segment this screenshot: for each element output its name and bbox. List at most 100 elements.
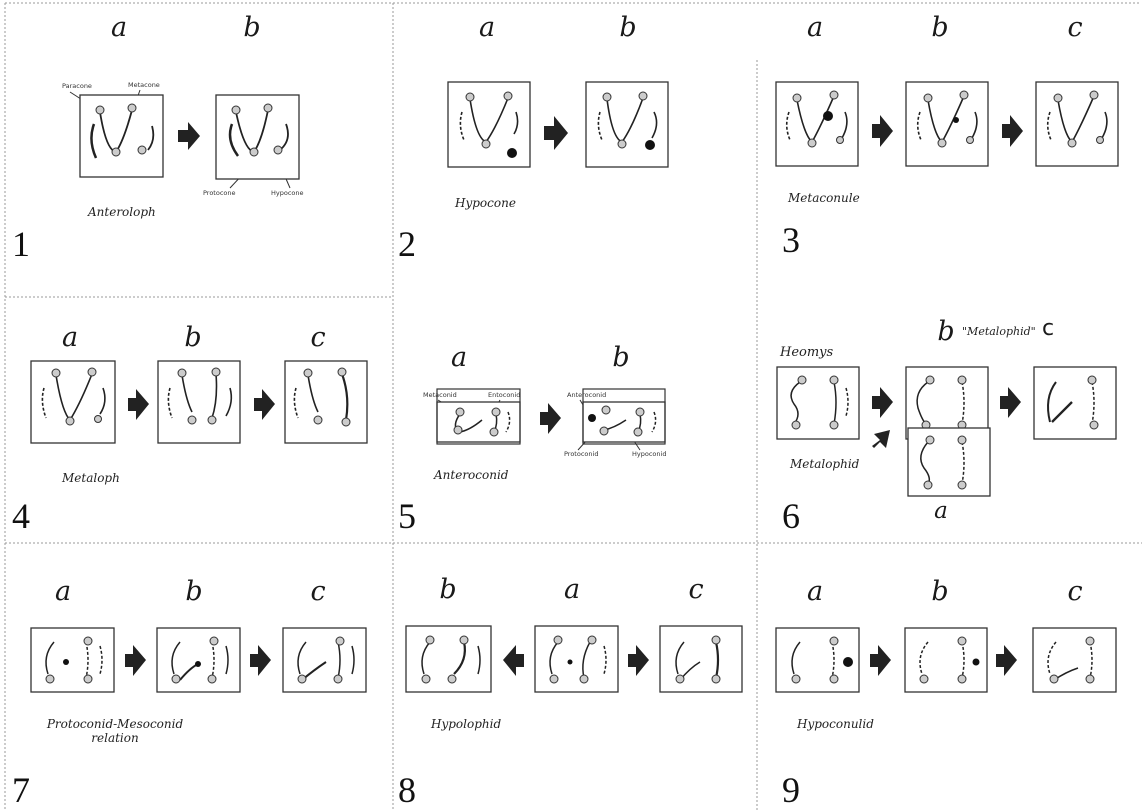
panel2-label-a: a: [478, 12, 496, 43]
panel9-a-cusp: [791, 674, 801, 684]
panel5-caption: Anteroconid: [434, 468, 509, 482]
panel8-a-dot: [567, 659, 573, 665]
panel6-c-cusp: [1089, 420, 1099, 430]
panel1-a-posterior: [147, 125, 155, 151]
panel6-number: 6: [782, 496, 800, 536]
panel6-tooth-c: [1033, 366, 1117, 440]
panel1-a-anteroloph: [90, 123, 98, 159]
panel9-caption: Hypoconulid: [797, 717, 874, 731]
panel6-heomys-posterior: [845, 387, 849, 417]
panel1-diagram: [69, 89, 300, 189]
panel4-b-metaloph: [211, 373, 218, 419]
panel2-diagram: [447, 81, 669, 168]
panel5-entoconid-label: Entoconid: [488, 391, 521, 399]
panel6-a-crest: [920, 441, 931, 485]
panel6-tooth-b: [905, 366, 989, 440]
panel3-a-anterior: [785, 111, 791, 141]
panel5-b-cusp: [635, 407, 645, 417]
panel2-a-cusp: [481, 139, 491, 149]
panel3-c-cusp: [1067, 138, 1077, 148]
panel5-hypoconid-label: Hypoconid: [632, 450, 667, 458]
panel3-diagram: [775, 81, 1119, 167]
panel1-tooth-a: [79, 94, 164, 178]
panel8-b-cusp: [421, 674, 431, 684]
panel6-arrow-2: [1000, 387, 1021, 418]
panel3-tooth-c: [1035, 81, 1119, 167]
panel7-label-a: a: [54, 576, 72, 607]
panel8-label-a: a: [563, 574, 581, 605]
panel8-label-c: c: [688, 574, 704, 605]
panel1-metacone-label: Metacone: [128, 81, 160, 89]
panel1-arrow: [178, 122, 200, 150]
panel7-label-c: c: [310, 576, 326, 607]
panel9-label-a: a: [806, 576, 824, 607]
panel2-b-posterior: [651, 111, 658, 139]
panel9-tooth-c: [1032, 627, 1117, 693]
panel7-a-posterior: [99, 645, 103, 675]
panel5-arrow: [540, 403, 561, 434]
panel7-b-cusp: [209, 636, 219, 646]
panel4-b-anterior: [167, 387, 173, 419]
panel4-label-b: b: [184, 322, 202, 353]
panel8-b-posterior: [477, 645, 481, 675]
panel6-heomys-cusp: [829, 375, 839, 385]
panel1-a-cusp: [137, 145, 147, 155]
panel3-c-anterior: [1046, 111, 1052, 141]
panel1-b-cusp: [249, 147, 259, 157]
panel5-a-cusp: [455, 407, 465, 417]
panel7-tooth-a: [30, 627, 115, 693]
panel6-arrow-3: [872, 430, 890, 448]
panel5-b-anteroconid: [588, 414, 596, 422]
panel6-a-crest: [961, 441, 965, 485]
panel8-b-crest: [421, 641, 431, 675]
panel6-metalophid-quote: "Metalophid": [962, 325, 1036, 338]
panel8-arrow-left: [503, 645, 524, 676]
panel4-b-cusp: [187, 415, 197, 425]
panel7-arrow-1: [125, 645, 146, 676]
panel8-a-cusp: [587, 635, 597, 645]
panel2-a-posterior: [513, 111, 519, 135]
panel4-label-a: a: [61, 322, 79, 353]
panel6-c-crest: [1091, 381, 1095, 425]
panel2-label-b: b: [619, 12, 637, 43]
panel4-c-cusp: [303, 368, 313, 378]
panel6-a-cusp: [925, 435, 935, 445]
panel4-label-c: c: [310, 322, 326, 353]
panel3-b-anterior: [916, 111, 922, 141]
panel9-arrow-2: [996, 645, 1017, 676]
panel4-tooth-c: [284, 360, 368, 444]
panel3-a-cusp: [807, 138, 817, 148]
panel9-label-c: c: [1067, 576, 1083, 607]
panel5-protoconid-label: Protoconid: [564, 450, 599, 458]
panel4-b-cusp: [177, 368, 187, 378]
panel7-tooth-c: [282, 627, 367, 693]
panel4-tooth-b: [157, 360, 241, 444]
panel7-c-cusp: [297, 674, 307, 684]
panel4-arrow-2: [254, 389, 275, 420]
panel3-tooth-a: [775, 81, 859, 167]
panel1-a-cusp: [95, 105, 105, 115]
panel5-anteroconid-label: Anteroconid: [567, 391, 607, 399]
panel5-label-b: b: [612, 342, 630, 373]
panel8-b-hypolophid: [453, 641, 466, 675]
panel6-label-c: c: [1041, 316, 1055, 341]
panel8-a-cusp: [579, 674, 589, 684]
panel4-number: 4: [12, 496, 30, 536]
panel4-a-cusp: [87, 367, 97, 377]
panel3-c-cusp: [1089, 90, 1099, 100]
panel4-arrow-1: [128, 389, 149, 420]
panel3-b-posterior: [971, 111, 978, 139]
panel9-c-cusp: [1085, 674, 1095, 684]
panel1-b-cusp: [263, 103, 273, 113]
panel7-c-posterior: [351, 645, 355, 675]
panel8-b-cusp: [459, 635, 469, 645]
panel5-b-posterior: [651, 411, 657, 433]
panel5-a-cusp: [453, 425, 463, 435]
panel6-b-cusp: [925, 375, 935, 385]
panel2-arrow: [544, 116, 568, 150]
panel6-label-a: a: [934, 498, 948, 524]
